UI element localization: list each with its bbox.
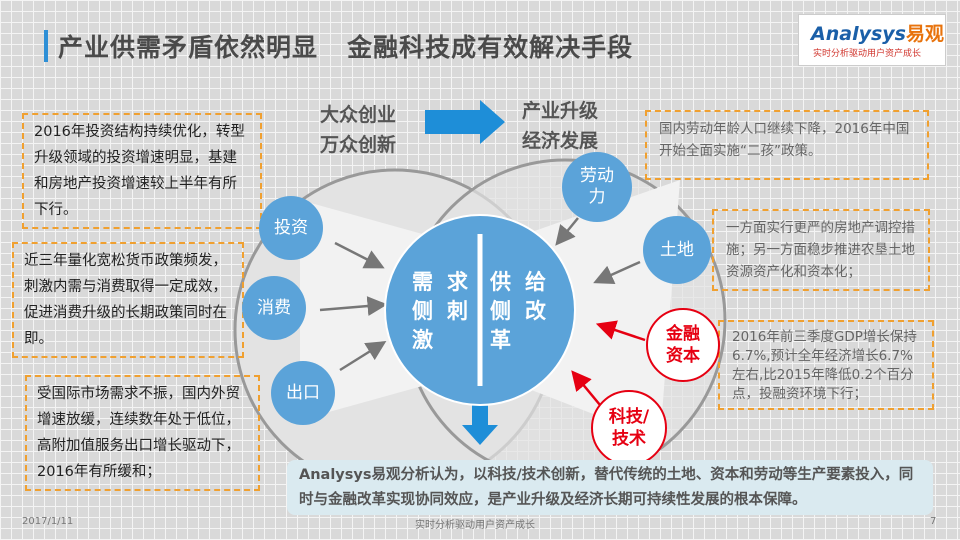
note-investment: 2016年投资结构持续优化，转型升级领域的投资增速明显，基建和房地产投资增速较上… <box>22 113 262 229</box>
note-export: 受国际市场需求不振，国内外贸增速放缓，连续数年处于低位，高附加值服务出口增长驱动… <box>25 375 260 491</box>
red-arrow-icon <box>595 320 646 342</box>
page-number: 7 <box>930 516 937 527</box>
node-labor: 劳动力 <box>562 152 632 222</box>
footer-date: 2017/1/11 <box>22 516 74 527</box>
red-arrow-icon <box>571 370 601 406</box>
arrow-icon <box>555 217 579 246</box>
down-arrow-icon <box>462 390 498 445</box>
node-technology: 科技/技术 <box>591 390 667 466</box>
conclusion-box: Analysys易观分析认为，以科技/技术创新，替代传统的土地、资本和劳动等生产… <box>287 460 933 515</box>
note-consumption: 近三年量化宽松货币政策频发，刺激内需与消费取得一定成效，促进消费升级的长期政策同… <box>12 242 244 358</box>
logo: Analysys易观 实时分析驱动用户资产成长 <box>798 14 946 66</box>
demand-side-stimulus: 需求 侧刺 激 <box>412 270 482 352</box>
node-export: 出口 <box>271 361 335 425</box>
title-accent-bar <box>44 30 48 62</box>
node-financial-capital: 金融资本 <box>646 308 720 382</box>
node-investment: 投资 <box>259 196 323 260</box>
supply-side-reform: 供给 侧改 革 <box>490 270 560 352</box>
arrow-icon <box>319 296 388 317</box>
arrow-icon <box>334 241 385 269</box>
node-land: 土地 <box>643 216 711 284</box>
arrow-icon <box>593 260 641 284</box>
arrow-icon <box>339 341 387 372</box>
footer-slogan: 实时分析驱动用户资产成长 <box>415 520 535 531</box>
industry-upgrade-label: 产业升级经济发展 <box>522 100 599 152</box>
logo-a-icon: A <box>811 23 826 45</box>
logo-slogan: 实时分析驱动用户资产成长 <box>813 49 922 59</box>
note-labor: 国内劳动年龄人口继续下降，2016年中国开始全面实施“二孩”政策。 <box>645 110 929 180</box>
page-title: 产业供需矛盾依然明显 金融科技成有效解决手段 <box>58 33 634 62</box>
node-consumption: 消费 <box>242 276 306 340</box>
startup-innovation-label: 大众创业万众创新 <box>320 104 397 156</box>
note-gdp: 2016年前三季度GDP增长保持6.7%,预计全年经济增长6.7%左右,比201… <box>718 320 934 410</box>
note-land: 一方面实行更严的房地产调控措施；另一方面稳步推进农垦土地资源资产化和资本化； <box>712 209 930 291</box>
right-arrow-icon <box>425 100 505 144</box>
